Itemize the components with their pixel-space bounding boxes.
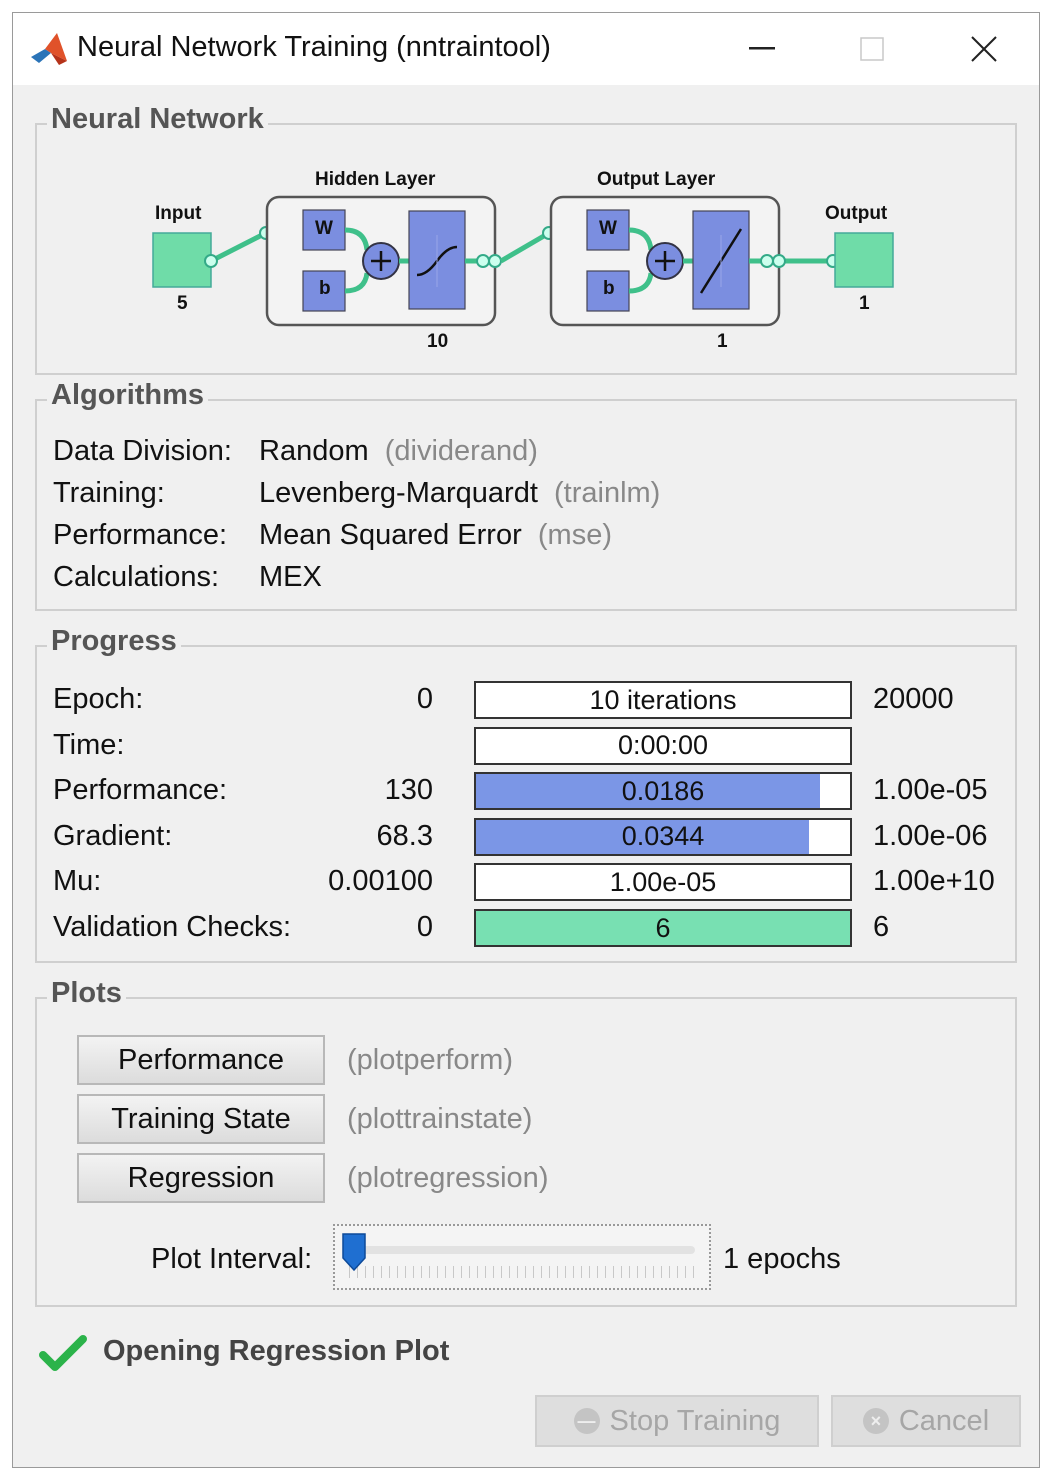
- hidden-weight-label: W: [315, 218, 333, 239]
- progress-gradient-fill: [476, 819, 809, 854]
- stop-training-button[interactable]: — Stop Training: [535, 1395, 819, 1447]
- minimize-button[interactable]: [707, 13, 817, 85]
- progress-gradient-bar: 0.0344: [474, 817, 852, 856]
- plot-performance-button[interactable]: Performance: [77, 1035, 325, 1085]
- output-layer-size: 1: [717, 331, 728, 352]
- nntraintool-window: Neural Network Training (nntraintool) Ne…: [12, 12, 1040, 1468]
- input-label: Input: [155, 203, 202, 224]
- progress-validation-checks-end: 6: [873, 911, 890, 943]
- progress-epoch-current: 10 iterations: [589, 684, 737, 715]
- slider-thumb[interactable]: [341, 1232, 367, 1272]
- plot-interval-label: Plot Interval:: [151, 1243, 313, 1275]
- close-button[interactable]: [929, 13, 1039, 85]
- output-size: 1: [859, 293, 870, 314]
- progress-gradient-start: 68.3: [376, 819, 433, 852]
- slider-ticks: [349, 1266, 695, 1278]
- tansig-block: [408, 210, 466, 310]
- plot-interval-slider[interactable]: [333, 1224, 711, 1290]
- title-bar: Neural Network Training (nntraintool): [13, 13, 1039, 85]
- progress-performance-current: 0.0186: [621, 775, 705, 806]
- progress-time-current: 0:00:00: [617, 730, 709, 761]
- network-diagram: Input 5 Hidden Layer 10 Output Layer 1 O…: [37, 125, 1015, 373]
- slider-track: [349, 1246, 695, 1254]
- performance-value: Mean Squared Error (mse): [259, 519, 612, 551]
- stop-icon: —: [573, 1408, 600, 1434]
- plottrainstate-label: (plottrainstate): [347, 1103, 533, 1135]
- cancel-label: Cancel: [898, 1404, 990, 1437]
- input-size: 5: [177, 293, 188, 314]
- window-title: Neural Network Training (nntraintool): [77, 31, 551, 63]
- progress-performance-fill: [476, 774, 821, 809]
- calculations-label: Calculations:: [53, 561, 220, 593]
- training-label: Training:: [53, 477, 165, 509]
- output-label: Output: [825, 203, 888, 224]
- progress-mu-start: 0.00100: [328, 865, 433, 898]
- cancel-icon: ×: [862, 1408, 889, 1434]
- progress-epoch-start: 0: [416, 683, 433, 715]
- progress-gradient-label: Gradient:: [53, 819, 173, 852]
- progress-validation-checks-start: 0: [416, 911, 433, 943]
- close-icon: [971, 36, 997, 62]
- hidden-layer-label: Hidden Layer: [315, 169, 436, 190]
- data-division-value: Random (dividerand): [259, 435, 538, 467]
- progress-performance-end: 1.00e-05: [873, 774, 988, 807]
- matlab-icon: [31, 33, 67, 65]
- training-value: Levenberg-Marquardt (trainlm): [259, 477, 661, 509]
- progress-epoch-label: Epoch:: [53, 683, 144, 715]
- input-node: [152, 232, 212, 288]
- hidden-bias-label: b: [319, 278, 331, 299]
- plot-training-state-button[interactable]: Training State: [77, 1094, 325, 1144]
- output-bias-label: b: [603, 278, 615, 299]
- hidden-weight-block: [302, 209, 346, 251]
- network-diagram-graphics: [152, 195, 894, 327]
- plotperform-label: (plotperform): [347, 1044, 513, 1076]
- output-node: [834, 232, 894, 288]
- progress-mu-label: Mu:: [53, 865, 102, 898]
- plotregression-label: (plotregression): [347, 1162, 549, 1194]
- progress-validation-checks-label: Validation Checks:: [53, 911, 292, 943]
- progress-performance-label: Performance:: [53, 774, 228, 807]
- progress-performance-start: 130: [384, 774, 433, 807]
- progress-epoch-bar: 10 iterations: [474, 681, 852, 719]
- checkmark-icon: [39, 1335, 87, 1371]
- minimize-icon: [749, 47, 775, 50]
- neural-network-panel: Neural Network: [35, 103, 1017, 375]
- hidden-bias-block: [302, 270, 346, 312]
- progress-mu-end: 1.00e+10: [873, 865, 995, 898]
- progress-time-label: Time:: [53, 728, 125, 761]
- output-weight-label: W: [599, 218, 617, 239]
- algorithms-panel: Algorithms Data Division: Random (divide…: [35, 379, 1017, 611]
- calculations-value: MEX: [259, 561, 322, 593]
- data-division-label: Data Division:: [53, 435, 232, 467]
- progress-mu-current: 1.00e-05: [609, 866, 717, 897]
- progress-validation-checks-bar: 6: [474, 909, 852, 947]
- neural-network-title: Neural Network: [47, 103, 268, 136]
- stop-training-label: Stop Training: [609, 1404, 781, 1437]
- status-text: Opening Regression Plot: [103, 1335, 450, 1367]
- cancel-button[interactable]: × Cancel: [831, 1395, 1021, 1447]
- progress-validation-checks-current: 6: [655, 912, 671, 943]
- plot-interval-value: 1 epochs: [723, 1243, 841, 1275]
- algorithms-title: Algorithms: [47, 379, 209, 412]
- progress-gradient-end: 1.00e-06: [873, 819, 988, 852]
- progress-validation-checks-fill: [476, 911, 850, 945]
- output-layer-label: Output Layer: [597, 169, 716, 190]
- plots-title: Plots: [47, 977, 126, 1010]
- output-weight-block: [586, 209, 630, 251]
- plots-panel: Plots Performance (plotperform) Training…: [35, 977, 1017, 1307]
- maximize-button[interactable]: [817, 13, 927, 85]
- progress-gradient-current: 0.0344: [621, 821, 705, 852]
- progress-title: Progress: [47, 625, 181, 658]
- progress-time-bar: 0:00:00: [474, 726, 852, 765]
- progress-epoch-end: 20000: [873, 683, 954, 715]
- progress-mu-bar: 1.00e-05: [474, 863, 852, 902]
- progress-performance-bar: 0.0186: [474, 772, 852, 811]
- performance-label: Performance:: [53, 519, 228, 551]
- plot-regression-button[interactable]: Regression: [77, 1153, 325, 1203]
- hidden-layer-size: 10: [427, 331, 449, 352]
- maximize-icon: [860, 37, 884, 61]
